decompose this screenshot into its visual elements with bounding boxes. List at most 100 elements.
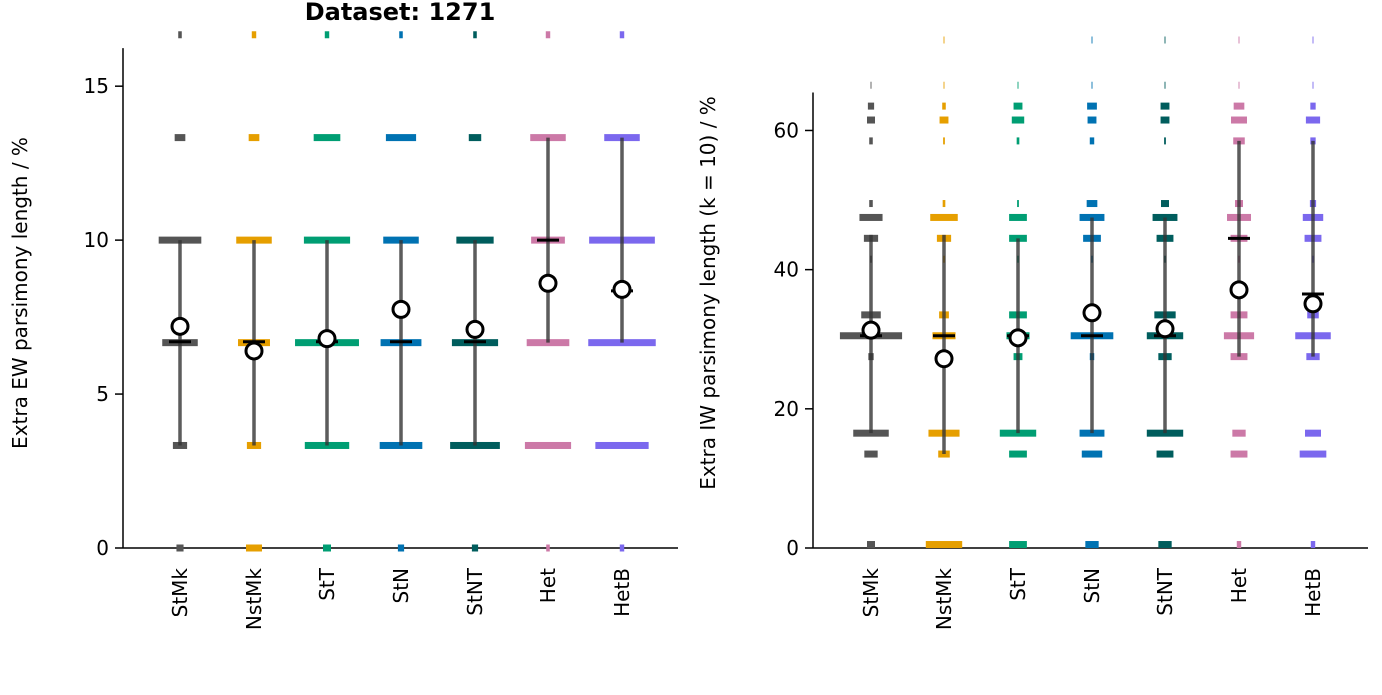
iw-freq-bar-stt (1017, 81, 1019, 89)
ew-mean-marker-stmk (170, 316, 190, 336)
iw-mean-marker-stn (1082, 303, 1102, 323)
ew-freq-bar-stnt (468, 134, 482, 142)
ew-mean-marker-het (538, 273, 558, 293)
ew-freq-bar-stnt (471, 544, 479, 552)
iw-x-tick-label-stmk: StMk (859, 568, 883, 618)
ew-freq-bar-stt (324, 31, 330, 39)
iw-y-tick-label: 20 (774, 397, 799, 421)
iw-freq-bar-nstmk (942, 200, 946, 208)
ew-freq-bar-nstmk (248, 134, 260, 142)
ew-x-tick-label-stmk: StMk (168, 568, 192, 618)
iw-freq-bar-nstmk (943, 137, 945, 145)
iw-freq-bar-stn (1087, 116, 1097, 124)
iw-x-tick-label-nstmk: NstMk (932, 568, 956, 630)
iw-freq-bar-stn (1086, 200, 1098, 208)
ew-freq-bar-hetb (619, 544, 625, 552)
ew-freq-bar-stn (385, 134, 417, 142)
iw-mean-marker-het (1229, 280, 1249, 300)
ew-freq-bar-het (524, 441, 572, 449)
iw-freq-bar-het (1238, 81, 1240, 89)
ew-y-tick-label: 15 (84, 74, 109, 98)
iw-freq-bar-hetb (1305, 429, 1321, 437)
iw-x-tick-label-hetb: HetB (1301, 568, 1325, 617)
ew-x-tick-label-hetb: HetB (610, 568, 634, 617)
iw-freq-bar-stn (1081, 450, 1103, 458)
iw-y-tick-label: 40 (774, 258, 799, 282)
iw-mean-marker-stnt (1155, 319, 1175, 339)
ew-freq-bar-stmk (178, 31, 182, 39)
iw-freq-bar-stn (1091, 81, 1093, 89)
ew-y-axis-label: Extra EW parsimony length / % (8, 137, 32, 449)
ew-mean-marker-nstmk (244, 341, 264, 361)
ew-freq-bar-stt (323, 544, 331, 552)
iw-freq-bar-het (1238, 36, 1240, 44)
iw-freq-bar-stmk (864, 450, 878, 458)
iw-y-tick-label: 0 (786, 536, 799, 560)
ew-freq-bar-stmk (174, 134, 186, 142)
iw-x-tick-label-stnt: StNT (1153, 567, 1177, 615)
ew-freq-bar-stmk (176, 544, 184, 552)
iw-mean-marker-nstmk (934, 349, 954, 369)
ew-freq-bar-het (545, 31, 551, 39)
ew-y-tick-label: 0 (96, 536, 109, 560)
ew-mean-marker-stt (317, 329, 337, 349)
iw-freq-bar-nstmk (925, 541, 963, 549)
iw-freq-bar-het (1232, 429, 1246, 437)
iw-freq-bar-stmk (867, 102, 875, 110)
iw-x-tick-label-stn: StN (1080, 568, 1104, 604)
iw-y-tick-label: 60 (774, 118, 799, 142)
ew-y-tick-label: 10 (84, 228, 109, 252)
ew-mean-marker-hetb (612, 279, 632, 299)
ew-y-tick-label: 5 (96, 382, 109, 406)
iw-freq-bar-stmk (869, 137, 873, 145)
ew-x-tick-label-stn: StN (389, 568, 413, 604)
iw-freq-bar-stnt (1156, 450, 1174, 458)
iw-freq-bar-hetb (1299, 450, 1327, 458)
ew-x-tick-label-nstmk: NstMk (242, 568, 266, 630)
iw-freq-bar-stt (1009, 541, 1027, 549)
iw-freq-bar-stn (1089, 137, 1095, 145)
iw-mean-marker-stt (1008, 328, 1028, 348)
ew-freq-bar-nstmk (246, 544, 262, 552)
iw-freq-bar-nstmk (943, 36, 945, 44)
iw-freq-bar-stnt (1164, 137, 1166, 145)
iw-freq-bar-stmk (870, 81, 872, 89)
iw-freq-bar-het (1236, 541, 1242, 549)
iw-freq-bar-hetb (1305, 116, 1321, 124)
iw-mean-marker-hetb (1303, 294, 1323, 314)
ew-freq-bar-nstmk (251, 31, 257, 39)
ew-freq-bar-stn (397, 544, 405, 552)
ew-mean-marker-stn (391, 299, 411, 319)
ew-x-tick-label-stt: StT (315, 567, 339, 601)
iw-freq-bar-nstmk (930, 213, 958, 221)
iw-freq-bar-nstmk (942, 102, 946, 110)
iw-freq-bar-stnt (1164, 36, 1166, 44)
iw-freq-bar-stnt (1160, 102, 1170, 110)
iw-freq-bar-hetb (1312, 81, 1314, 89)
ew-freq-bar-hetb (595, 441, 649, 449)
ew-x-tick-label-stnt: StNT (463, 567, 487, 615)
iw-freq-bar-stmk (867, 116, 875, 124)
iw-freq-bar-stn (1091, 36, 1093, 44)
iw-freq-bar-het (1231, 116, 1247, 124)
iw-freq-bar-stt (1009, 450, 1027, 458)
iw-freq-bar-stt (1017, 200, 1019, 208)
iw-y-axis-label: Extra IW parsimony length (k = 10) / % (696, 96, 720, 490)
iw-x-tick-label-stt: StT (1006, 567, 1030, 601)
iw-freq-bar-stmk (859, 213, 883, 221)
iw-freq-bar-stn (1085, 541, 1099, 549)
ew-panel: Extra EW parsimony length / % 0 5 10 15StMk… (8, 31, 678, 630)
iw-freq-bar-het (1233, 102, 1245, 110)
iw-freq-bar-stn (1087, 102, 1097, 110)
iw-freq-bar-stt (1016, 137, 1020, 145)
iw-freq-bar-stmk (867, 541, 875, 549)
iw-freq-bar-nstmk (943, 81, 945, 89)
iw-freq-bar-stnt (1164, 81, 1166, 89)
iw-freq-bar-stmk (869, 200, 873, 208)
iw-freq-bar-het (1230, 450, 1248, 458)
iw-freq-bar-hetb (1310, 102, 1316, 110)
iw-freq-bar-stt (1013, 102, 1023, 110)
iw-freq-bar-stt (1011, 116, 1025, 124)
iw-freq-bar-stt (1009, 213, 1027, 221)
